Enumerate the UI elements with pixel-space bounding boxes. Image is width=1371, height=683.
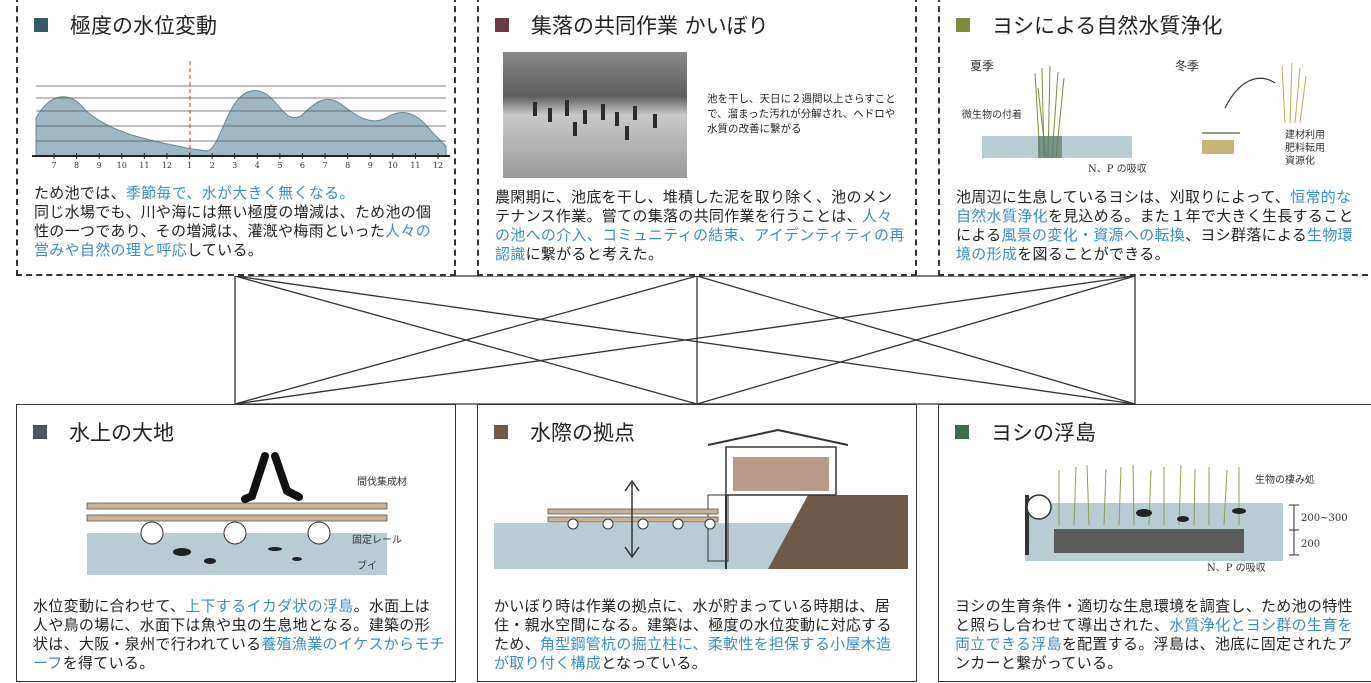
month-tick-label: 5 <box>277 161 282 170</box>
body-text: を配置する。浮島は、池底に固定されたアンカーと繋がっている。 <box>955 635 1353 672</box>
body-highlight: 角型鋼管杭の掘立柱に、柔軟性を担保する小屋木造が取り付く構成 <box>494 635 892 672</box>
summer-label: 夏季 <box>970 59 994 73</box>
title-square-icon <box>33 425 47 439</box>
month-tick-label: 2 <box>210 161 215 170</box>
panel-waterside-base: 水際の拠点 かいぼり時は作業の拠点に、水が貯まっている時期は、居住・親水空間にな… <box>477 404 917 682</box>
use-label-1: 建材利用 <box>1285 128 1325 141</box>
np-label: N、P の吸収 <box>1088 163 1147 175</box>
panel-title: 極度の水位変動 <box>70 14 217 38</box>
body-highlight: 養殖漁業のイケスからモチーフ <box>33 635 445 672</box>
body-text: を見込める。また１年で大きく生長することによる <box>956 207 1354 244</box>
panel-body: 農閑期に、池底を干し、堆積した泥を取り除く、池のメンテナンス作業。嘗ての集落の共… <box>495 188 905 264</box>
month-tick-label: 9 <box>368 161 373 170</box>
body-text: 水位変動に合わせて、 <box>33 597 186 615</box>
panel-floating-raft: 水上の大地 間伐集成材 固定レール ブイ 水位変動に合わせて、上下するイカダ状の… <box>16 404 456 682</box>
panel-title-row: 水際の拠点 <box>494 417 635 447</box>
body-highlight: 人々の池への介入、コミュニティの結束、アイデンティティの再認識 <box>495 207 905 263</box>
panel-kaibori: 集落の共同作業 かいぼり 池を干し、天日に２週間以上さらすことで、溜まった汚れが… <box>477 0 917 276</box>
title-square-icon <box>956 18 970 32</box>
use-label-3: 資源化 <box>1285 154 1315 167</box>
photo-caption: 池を干し、天日に２週間以上さらすことで、溜まった汚れが分解され、ヘドロや水質の改… <box>707 93 896 135</box>
body-text: している。 <box>187 241 264 259</box>
body-text: 農閑期に、池底を干し、堆積した泥を取り除く、池のメンテナンス作業。嘗ての集落の共… <box>495 188 893 225</box>
panel-title-row: 集落の共同作業 かいぼり <box>495 10 769 40</box>
panel-body: ヨシの生育条件・適切な生息環境を調査し、ため池の特性と照らし合わせて導出された、… <box>955 597 1367 673</box>
water-level-area <box>35 90 447 157</box>
dimension-label-1: 200~300 <box>1301 513 1348 524</box>
month-tick-label: 9 <box>97 161 102 170</box>
month-tick-label: 3 <box>232 161 237 170</box>
body-text: ヨシの生育条件・適切な生息環境を調査し、ため池の特性と照らし合わせて導出された、 <box>955 597 1353 634</box>
body-highlight: 上下するイカダ状の浮島 <box>185 597 354 615</box>
winter-label: 冬季 <box>1175 58 1199 73</box>
panel-title-row: 水上の大地 <box>33 417 174 447</box>
panel-title: ヨシの浮島 <box>991 421 1096 445</box>
month-tick-label: 7 <box>51 161 56 170</box>
month-tick-label: 11 <box>139 161 149 170</box>
panel-title-row: ヨシによる自然水質浄化 <box>956 10 1222 40</box>
panel-reed-purification: ヨシによる自然水質浄化 夏季 冬季 微生物の付着 N、P の吸収 建材利用 肥料… <box>938 0 1371 276</box>
body-text: 、ヨシ群落による <box>1185 226 1308 244</box>
body-text: に繋がると考えた。 <box>525 245 664 263</box>
month-tick-label: 10 <box>388 161 398 170</box>
panel-body: 池周辺に生息しているヨシは、刈取りによって、恒常的な自然水質浄化を見込める。また… <box>956 188 1366 264</box>
body-text: を得ている。 <box>62 654 155 672</box>
month-tick-label: 10 <box>117 161 127 170</box>
body-text: を図ることができる。 <box>1017 245 1170 263</box>
body-highlight: 恒常的な自然水質浄化 <box>956 188 1352 225</box>
body-highlight: 生物環境の形成 <box>956 226 1353 263</box>
month-tick-label: 8 <box>345 161 350 170</box>
reed-island-diagram: 200~300 200 生物の棲み処 N、P の吸収 <box>1025 464 1348 574</box>
panel-title: 集落の共同作業 かいぼり <box>531 14 769 38</box>
panel-title-row: ヨシの浮島 <box>955 417 1096 447</box>
panel-title: ヨシによる自然水質浄化 <box>992 14 1223 38</box>
month-tick-label: 7 <box>323 161 328 170</box>
month-tick-label: 6 <box>300 161 305 170</box>
body-text: となっている。 <box>601 654 708 672</box>
waterside-diagram <box>494 428 908 569</box>
title-square-icon <box>34 18 48 32</box>
panel-title: 水際の拠点 <box>530 421 635 445</box>
body-highlight: 水質浄化とヨシ群の生育を両立できる浮島 <box>955 616 1353 653</box>
body-text: 。水面上は人や鳥の場に、水面下は魚や虫の生息地となる。建築の形状は、大阪・泉州で… <box>33 597 431 653</box>
panel-title: 水上の大地 <box>69 421 174 445</box>
month-tick-label: 11 <box>410 161 420 170</box>
rail-label: 固定レール <box>352 533 402 546</box>
habitat-label: 生物の棲み処 <box>1255 473 1315 486</box>
body-highlight: 季節毎で、水が大きく無くなる。 <box>125 184 355 202</box>
buoy-label: ブイ <box>357 559 377 572</box>
wood-label: 間伐集成材 <box>357 475 407 488</box>
title-square-icon <box>955 425 969 439</box>
body-highlight: 風景の変化・資源への転換 <box>1001 226 1186 244</box>
np-label: N、P の吸収 <box>1207 562 1266 574</box>
panel-title-row: 極度の水位変動 <box>34 10 217 40</box>
kaibori-photo <box>503 52 687 178</box>
body-text: 池周辺に生息しているヨシは、刈取りによって、 <box>956 188 1291 206</box>
body-text: 同じ水場でも、川や海には無い極度の増減は、ため池の個性の一つであり、その増減は、… <box>34 203 432 240</box>
title-square-icon <box>494 425 508 439</box>
body-text: かいぼり時は作業の拠点に、水が貯まっている時期は、居住・親水空間になる。建築は、… <box>494 597 892 653</box>
body-highlight: 人々の営みや自然の理と呼応 <box>34 222 432 259</box>
microbe-label: 微生物の付着 <box>962 108 1022 121</box>
panel-body: かいぼり時は作業の拠点に、水が貯まっている時期は、居住・親水空間になる。建築は、… <box>494 597 906 673</box>
month-tick-label: 4 <box>255 161 260 170</box>
panel-reed-island: ヨシの浮島 200~300 200 生物の棲み処 N、P の吸収 ヨシの生育条件… <box>938 404 1371 682</box>
use-label-2: 肥料転用 <box>1285 141 1325 154</box>
month-tick-label: 12 <box>162 161 172 170</box>
dimension-label-2: 200 <box>1301 539 1320 550</box>
month-tick-label: 1 <box>187 161 192 170</box>
month-tick-label: 8 <box>74 161 79 170</box>
reed-diagram: 夏季 冬季 微生物の付着 N、P の吸収 建材利用 肥料転用 資源化 <box>962 58 1325 175</box>
month-tick-label: 12 <box>433 161 443 170</box>
panel-body: ため池では、季節毎で、水が大きく無くなる。 同じ水場でも、川や海には無い極度の増… <box>34 184 444 260</box>
title-square-icon <box>495 18 509 32</box>
body-text: ため池では、 <box>34 184 126 202</box>
raft-diagram: 間伐集成材 固定レール ブイ <box>86 452 407 575</box>
panel-body: 水位変動に合わせて、上下するイカダ状の浮島。水面上は人や鳥の場に、水面下は魚や虫… <box>33 597 445 673</box>
